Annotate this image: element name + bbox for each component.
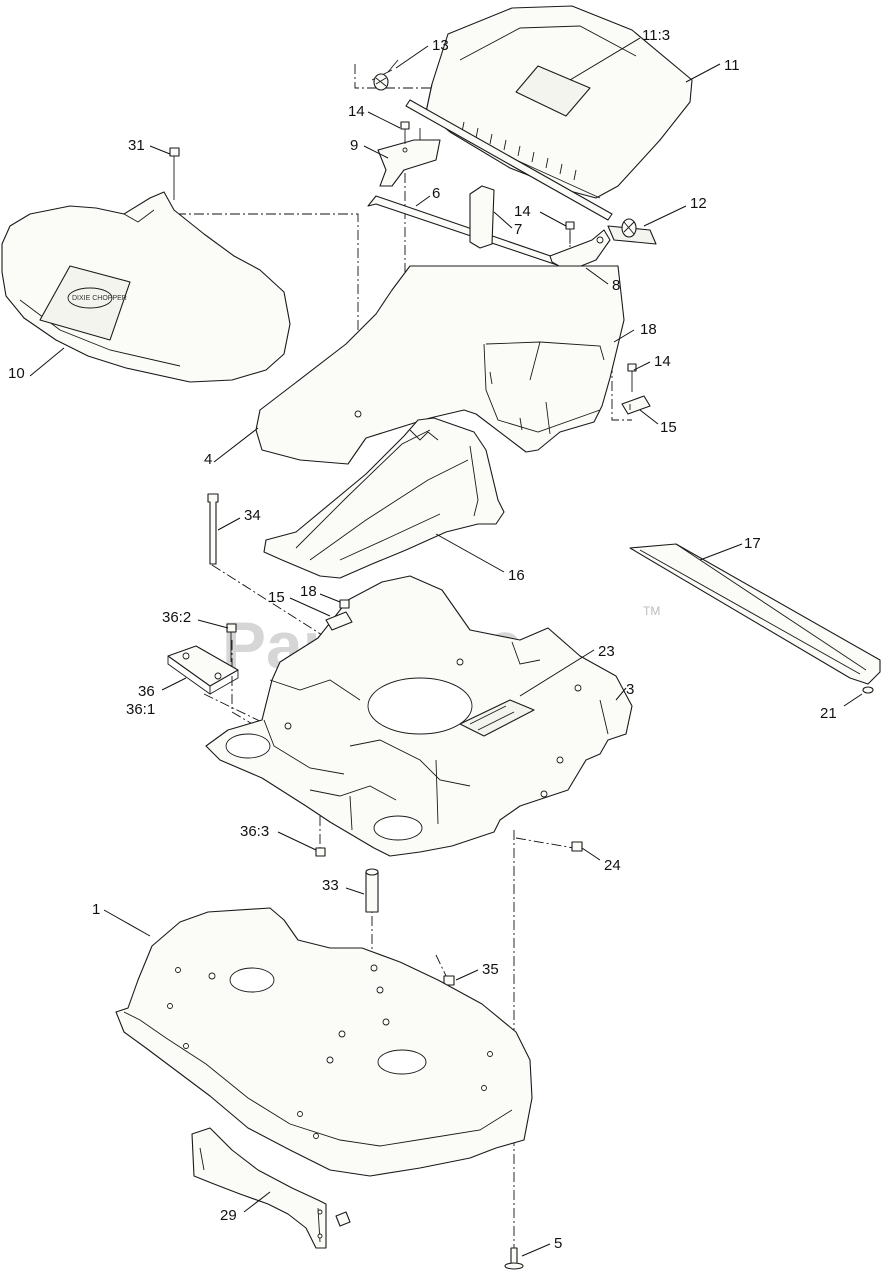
- callout-14c: 14: [654, 353, 671, 370]
- callout-labels: 13 11:3 11 14 9 6 7 14 12 31 8 18 14 15 …: [8, 27, 837, 1252]
- part-33-spacer: [365, 868, 379, 913]
- callout-15a: 15: [660, 419, 677, 436]
- callout-35: 35: [482, 961, 499, 978]
- part-12-spring: [607, 218, 657, 245]
- part-7-handle: [469, 185, 495, 249]
- callout-14a: 14: [348, 103, 365, 120]
- callout-36-2: 36:2: [162, 609, 191, 626]
- callout-16: 16: [508, 567, 525, 584]
- callout-8: 8: [612, 277, 620, 294]
- part-9-bracket: [377, 128, 441, 187]
- part-10-seat: DIXIE CHOPPER: [1, 191, 291, 383]
- callout-18a: 18: [640, 321, 657, 338]
- callout-36-1: 36:1: [126, 701, 155, 718]
- callout-4: 4: [204, 451, 212, 468]
- bolt-14b: [565, 221, 575, 244]
- bolt-14c: [627, 363, 637, 392]
- part-1-deck-cover: [115, 907, 533, 1177]
- part-11-3-decal: [515, 65, 591, 117]
- screw-29: [335, 1211, 351, 1227]
- part-36-plate: [167, 645, 239, 695]
- callout-23: 23: [598, 643, 615, 660]
- watermark-trademark: TM: [643, 604, 660, 618]
- part-16-chute: [263, 417, 505, 579]
- callout-34: 34: [244, 507, 261, 524]
- seat-decal: DIXIE CHOPPER: [39, 265, 131, 341]
- callout-5: 5: [554, 1235, 562, 1252]
- callout-21: 21: [820, 705, 837, 722]
- callout-3: 3: [626, 681, 634, 698]
- callout-13: 13: [432, 37, 449, 54]
- part-35-nut: [443, 975, 455, 986]
- callout-11: 11: [724, 57, 740, 74]
- callout-36: 36: [138, 683, 155, 700]
- part-15-clip-upper: [621, 395, 651, 415]
- callout-14b: 14: [514, 203, 531, 220]
- callout-17: 17: [744, 535, 761, 552]
- bolt-14a: [400, 121, 410, 144]
- callout-29: 29: [220, 1207, 237, 1224]
- nut-18b: [339, 599, 350, 609]
- callout-24: 24: [604, 857, 621, 874]
- leader-lines: [29, 37, 863, 1257]
- callout-18b: 18: [300, 583, 317, 600]
- part-8-bracket: [549, 229, 611, 271]
- part-29-bracket: [191, 1127, 327, 1249]
- callout-10: 10: [8, 365, 25, 382]
- bolt-31: [169, 147, 180, 200]
- callout-15b: 15: [268, 589, 285, 606]
- part-34-long-bolt: [207, 493, 219, 565]
- hinge-rod: [405, 99, 613, 221]
- callout-31: 31: [128, 137, 145, 154]
- callout-36-3: 36:3: [240, 823, 269, 840]
- part-5-bolt: [504, 1247, 524, 1270]
- part-17-trim-strip: [629, 543, 881, 685]
- callout-9: 9: [350, 137, 358, 154]
- part-15-clip-lower: [325, 611, 353, 631]
- callout-7: 7: [514, 221, 522, 238]
- callout-11-3: 11:3: [642, 27, 670, 44]
- callout-12: 12: [690, 195, 707, 212]
- part-23-decal: [459, 699, 535, 737]
- callout-33: 33: [322, 877, 339, 894]
- part-24-nut: [571, 841, 583, 852]
- part-21-screw: [862, 686, 874, 694]
- seat-decal-text: DIXIE CHOPPER: [72, 295, 127, 302]
- part-13-spring: [371, 59, 399, 91]
- part-3-frame: [205, 575, 633, 857]
- callout-1: 1: [92, 901, 100, 918]
- part-4-seat-base: [255, 265, 625, 465]
- callout-6: 6: [432, 185, 440, 202]
- part-36-3-nut: [315, 847, 326, 857]
